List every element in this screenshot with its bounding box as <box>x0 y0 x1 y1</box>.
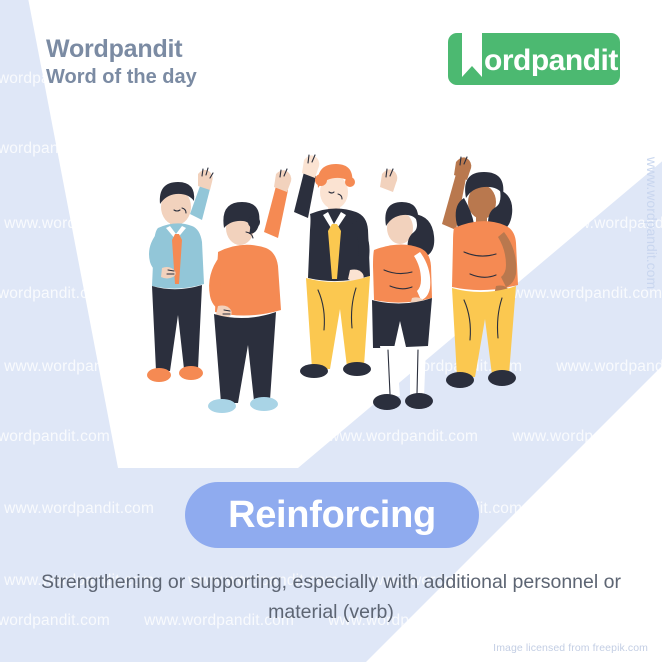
image-credit: Image licensed from freepik.com <box>493 642 648 654</box>
figure-4-woman-ponytail <box>370 168 435 410</box>
header-text-block: Wordpandit Word of the day <box>46 36 197 89</box>
watermark-text: www.wordpandit.com <box>556 500 662 517</box>
figure-5-woman-curly-hair <box>442 156 518 388</box>
bookmark-w-icon <box>462 33 482 77</box>
word-term: Reinforcing <box>228 494 436 536</box>
logo-text: ordpandit <box>484 44 618 77</box>
watermark-text: www.wordpandit.com <box>556 358 662 375</box>
word-definition: Strengthening or supporting, especially … <box>41 571 621 623</box>
logo-background <box>448 33 620 85</box>
word-of-the-day-pill: Reinforcing <box>185 482 479 548</box>
watermark-text: www.wordpandit.com <box>0 140 111 157</box>
group-of-people-raising-hands-illustration: .sk{fill:#f2d2bd}.sk2{fill:#fbe3d2}.skd{… <box>147 154 518 413</box>
watermark-text: www.wordpandit.com <box>0 428 111 445</box>
brand-title: Wordpandit <box>46 35 183 63</box>
brand-subtitle: Word of the day <box>46 66 197 89</box>
figure-3-man-ginger-suit <box>294 154 371 378</box>
figure-2-man-orange-sweater-back <box>208 168 292 413</box>
watermark-text: www.wordpandit.com <box>4 500 155 517</box>
watermark-text: www.wordpandit.com <box>556 215 662 232</box>
watermark-vertical: www.wordpandit.com <box>643 156 660 290</box>
wordpandit-logo[interactable]: ordpandit <box>448 33 620 85</box>
figure-1-man-blue-shirt <box>147 167 214 382</box>
watermark-text: www.wordpandit.com <box>0 285 111 302</box>
